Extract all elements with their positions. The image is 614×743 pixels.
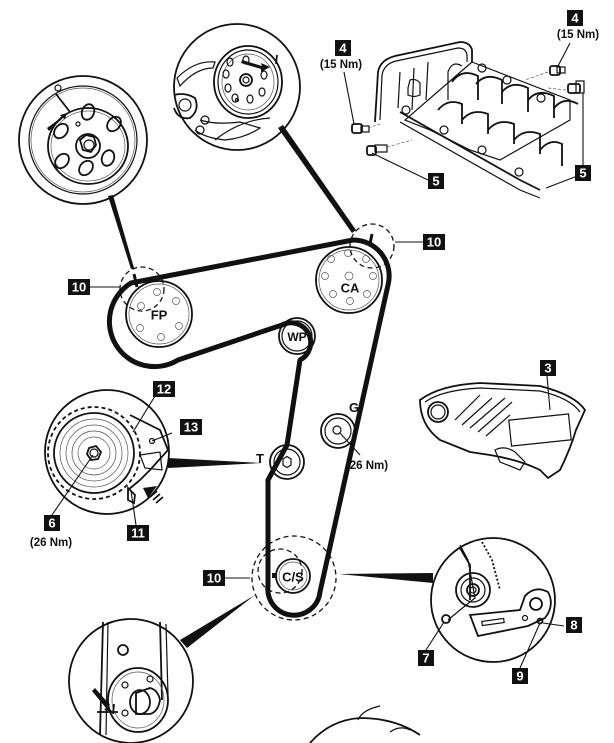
bolt-4-right [524,65,566,81]
timing-circle-ca [349,223,395,269]
torque-label-4-right: (15 Nm) [557,29,599,41]
callout-4-right: 4 (15 Nm) [557,10,599,67]
svg-text:9: 9 [516,669,523,684]
timing-mark-fp [132,273,139,288]
callout-9: 9 [512,668,528,684]
timing-mark-ca [368,233,374,245]
callout-11: 11 [127,525,149,541]
pulley-fp: FP [125,280,193,348]
svg-text:10: 10 [72,280,86,295]
svg-text:3: 3 [544,361,551,376]
svg-text:4: 4 [571,11,579,26]
pulley-wp: WP [278,317,316,355]
svg-text:6: 6 [48,516,55,531]
callout-5-left: 5 [371,152,444,189]
detail-view-fuel-pump-mark [18,75,148,269]
torque-label-6: (26 Nm) [30,537,72,549]
timing-circle-fp [119,266,165,312]
callout-7: 7 [418,650,434,666]
callout-3: 3 [540,360,556,376]
pulley-cs: C/S [272,558,311,594]
camshaft-housing-illustration [351,41,585,199]
detail-leader-crank-right [339,573,433,583]
bolt-5-left [366,139,413,156]
callout-6: 6 (26 Nm) [30,515,72,549]
callout-10-ca: 10 [395,234,445,250]
svg-text:4: 4 [339,41,347,56]
detail-view-crank-locking-tool [339,537,565,669]
svg-text:10: 10 [427,235,441,250]
pulley-g: G (26 Nm) [320,400,388,472]
detail-leader-tensioner [168,458,262,468]
svg-text:5: 5 [432,174,439,189]
callout-13: 13 [180,419,202,435]
callout-12: 12 [153,381,175,397]
callout-10-fp: 10 [68,279,120,295]
partial-illustration-bottom [309,705,421,743]
pulley-label-wp: WP [287,330,306,344]
bolt-5-right [547,80,585,94]
callout-8: 8 [566,617,582,633]
pulley-label-cs: C/S [282,570,304,585]
svg-text:12: 12 [157,382,171,397]
svg-text:7: 7 [422,651,429,666]
timing-belt-layout: FP CA WP T [106,223,395,621]
pulley-t: T [256,444,305,480]
pulley-label-t: T [256,451,264,466]
timing-belt-cover-illustration [419,375,587,480]
detail-leader-ca [278,125,356,233]
detail-view-crank-mark [68,595,255,743]
svg-text:8: 8 [570,618,577,633]
detail-view-camshaft-mark [173,23,356,233]
callout-10-cs: 10 [203,570,250,586]
callout-4-left: 4 (15 Nm) [320,40,362,125]
tensioner-gear [47,406,141,500]
bolt-4-left [351,123,381,134]
svg-text:11: 11 [131,526,145,541]
torque-label-4-left: (15 Nm) [320,59,362,71]
svg-text:5: 5 [579,166,586,181]
timing-circle-cs-outer [251,535,337,621]
camshaft-lobes [437,72,579,166]
detail-leader-fp [108,195,134,269]
detail-view-tensioner [44,389,262,526]
pulley-label-fp: FP [151,308,168,323]
bearing-caps [401,63,546,177]
timing-circle-cs-inner [257,548,303,594]
detail-leader-crank-left [180,595,255,648]
pulley-label-g: G [349,400,359,415]
svg-text:10: 10 [207,571,221,586]
torque-label-g: (26 Nm) [346,460,388,472]
timing-belt [106,237,392,618]
svg-text:13: 13 [184,420,198,435]
pulley-label-ca: CA [341,281,360,296]
pulley-ca: CA [315,246,383,314]
callout-5-right: 5 [575,93,591,181]
